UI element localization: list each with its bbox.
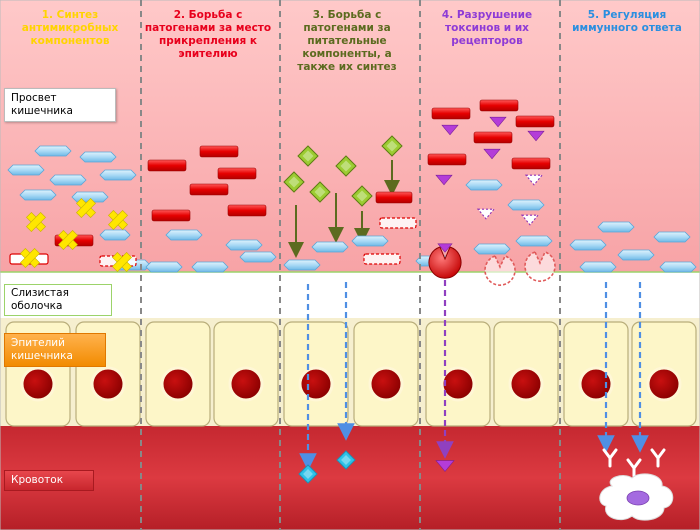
cell-nucleus [90, 366, 126, 402]
bloodstream-layer [0, 426, 700, 530]
cell-nucleus [646, 366, 682, 402]
probiotic-bacterium [515, 235, 553, 247]
degraded-receptor [484, 254, 516, 286]
cell-nucleus [228, 366, 264, 402]
cell-nucleus [160, 366, 196, 402]
probiotic-bacterium [34, 145, 72, 157]
label-bloodstream: Кровоток [4, 470, 94, 491]
probiotic-bacterium [311, 241, 349, 253]
column-title-3: 3. Борьба с патогенами за питательные ко… [297, 9, 397, 73]
probiotic-bacterium [99, 169, 137, 181]
probiotic-bacterium [579, 261, 617, 273]
pathogen-bacterium [189, 183, 229, 196]
nutrient-diamond-icon [283, 171, 305, 193]
toxin-icon [527, 130, 545, 142]
damaged-pathogen [363, 253, 401, 265]
probiotic-bacterium [659, 261, 697, 273]
pathogen-bacterium [199, 145, 239, 158]
probiotic-bacterium [507, 199, 545, 211]
probiotic-bacterium [617, 249, 655, 261]
pathogen-bacterium [217, 167, 257, 180]
pathogen-bacterium [515, 115, 555, 128]
toxin-icon [435, 174, 453, 186]
probiotic-bacterium [19, 189, 57, 201]
cell-nucleus [368, 366, 404, 402]
probiotic-bacterium [165, 229, 203, 241]
probiotic-bacterium [79, 151, 117, 163]
nutrient-diamond-icon [309, 181, 331, 203]
column-title-5: 5. Регуляция иммунного ответа [572, 9, 682, 34]
degraded-receptor [524, 250, 556, 282]
cell-nucleus [440, 366, 476, 402]
column-dividers [140, 0, 561, 530]
nutrient-diamond-icon [335, 155, 357, 177]
pathogen-bacterium [375, 191, 413, 204]
column-title-2: 2. Борьба с патогенами за место прикрепл… [144, 9, 272, 60]
toxin-icon [483, 148, 501, 160]
cell-nucleus [508, 366, 544, 402]
immune-cell [599, 473, 674, 521]
cell-nucleus [578, 366, 614, 402]
probiotic-bacterium [145, 261, 183, 273]
toxin-icon [437, 243, 453, 253]
degraded-toxin-icon [524, 174, 544, 186]
diagram-objects [7, 99, 697, 521]
probiotic-bacterium [351, 235, 389, 247]
antimicrobial-cross-icon [20, 248, 40, 268]
antimicrobial-cross-icon [58, 230, 78, 250]
pathogen-bacterium [431, 107, 471, 120]
pathogen-bacterium [151, 209, 191, 222]
nutrient-diamond-icon [336, 450, 356, 470]
degraded-toxin-icon [476, 208, 496, 220]
toxin-icon [489, 116, 507, 128]
pathogen-bacterium [479, 99, 519, 112]
probiotic-bacterium [191, 261, 229, 273]
degraded-toxin-icon [520, 214, 540, 226]
nutrient-diamond-icon [297, 145, 319, 167]
pathogen-bacterium [473, 131, 513, 144]
label-epithelium: Эпителий кишечника [4, 333, 106, 367]
antimicrobial-cross-icon [26, 212, 46, 232]
label-mucosa: Слизистая оболочка [4, 284, 112, 316]
column-title-4: 4. Разрушение токсинов и их рецепторов [441, 9, 533, 47]
pathogen-bacterium [427, 153, 467, 166]
probiotic-bacterium [239, 251, 277, 263]
probiotic-bacterium [49, 174, 87, 186]
probiotic-bacterium [283, 259, 321, 271]
nutrient-diamond-icon [351, 185, 373, 207]
nutrient-diamond-icon [381, 135, 403, 157]
antibody-icon [650, 448, 666, 468]
probiotic-bacterium [465, 179, 503, 191]
nutrient-diamond-icon [298, 464, 318, 484]
cell-nucleus [20, 366, 56, 402]
pathogen-bacterium [511, 157, 551, 170]
antibody-icon [602, 448, 618, 468]
toxin-icon [441, 124, 459, 136]
probiotic-bacterium [99, 229, 131, 241]
antimicrobial-cross-icon [76, 198, 96, 218]
label-lumen: Просвет кишечника [4, 88, 116, 122]
toxin-receptor [428, 246, 462, 279]
column-title-1: 1. Синтез антимикробных компонентов [21, 9, 119, 47]
pathogen-bacterium [227, 204, 267, 217]
pathogen-bacterium [147, 159, 187, 172]
probiotic-bacterium [597, 221, 635, 233]
mucosa-layer [0, 272, 700, 322]
antimicrobial-cross-icon [112, 252, 132, 272]
antibody-icon [626, 458, 642, 478]
antimicrobial-cross-icon [108, 210, 128, 230]
probiotic-bacterium [225, 239, 263, 251]
probiotic-bacterium [7, 164, 45, 176]
toxin-icon [435, 460, 455, 472]
probiotic-bacterium [653, 231, 691, 243]
probiotic-bacterium [473, 243, 511, 255]
damaged-pathogen [379, 217, 417, 229]
cell-nucleus [298, 366, 334, 402]
probiotic-bacterium [569, 239, 607, 251]
